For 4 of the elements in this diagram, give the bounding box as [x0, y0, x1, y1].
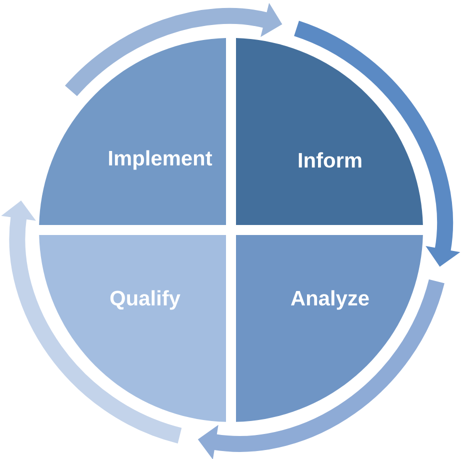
quadrant: Inform [236, 38, 423, 225]
quadrant: Qualify [39, 234, 226, 422]
quadrant: Implement [39, 38, 226, 225]
quadrant: Analyze [236, 234, 423, 422]
